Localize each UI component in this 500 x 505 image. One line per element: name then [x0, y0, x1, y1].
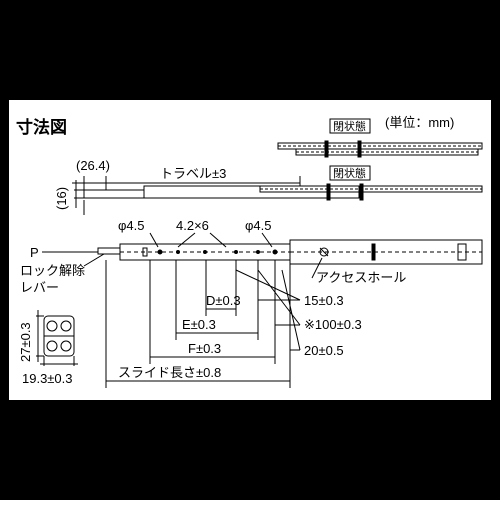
dim-e: E±0.3: [182, 317, 216, 332]
dim-d: D±0.3: [206, 293, 241, 308]
travel-view: [83, 183, 483, 215]
access-hole-leader: [311, 257, 323, 279]
hole-phi-left: [157, 249, 163, 255]
section-ball-2: [60, 320, 72, 332]
dim-27: 27±0.3: [18, 322, 33, 362]
state-tag-mid: [329, 165, 371, 181]
state-label-mid: 閉状態: [333, 166, 366, 180]
outer-stop: [371, 243, 376, 261]
hole-3: [234, 250, 238, 254]
rail-stop-2: [357, 140, 362, 158]
label-access-hole: アクセスホール: [316, 270, 406, 285]
drawing-panel: [9, 100, 491, 400]
drawing-title: 寸法図: [16, 117, 67, 137]
dim-26-4: (26.4): [76, 158, 110, 173]
dim-f: F±0.3: [188, 341, 221, 356]
dim-travel: トラベル±3: [160, 166, 226, 181]
leader-holes-1: [177, 232, 196, 248]
section-ball-3: [46, 340, 58, 352]
unit-label: (単位：mm): [385, 115, 454, 130]
dimension-lines: [106, 269, 301, 382]
dim-phi-left: φ4.5: [118, 218, 145, 233]
leader-15: [235, 269, 301, 301]
leader-phi-left: [149, 232, 159, 248]
d16-lines: [74, 180, 84, 208]
section-ball-1: [46, 320, 58, 332]
label-p: P: [30, 245, 39, 260]
lock-lever-leader: [83, 253, 105, 267]
dim-15: 15±0.3: [304, 293, 344, 308]
dim-20: 20±0.5: [304, 343, 344, 358]
hole-4: [256, 250, 260, 254]
access-hole-cross: [319, 247, 329, 257]
hole-phi-right: [272, 249, 278, 255]
state-tag-top: [329, 118, 371, 134]
leader-20: [281, 269, 301, 351]
label-lock-lever-2: レバー: [20, 280, 59, 295]
stop-2: [359, 183, 364, 201]
hole-left: [142, 247, 148, 257]
cross-section-view: [36, 310, 78, 366]
stop-1: [326, 183, 331, 201]
dim-phi-right: φ4.5: [245, 218, 272, 233]
travel-dimension-lines: [72, 176, 301, 190]
label-lock-lever-1: ロック解除: [20, 263, 85, 278]
leader-phi-right: [261, 232, 273, 248]
section-ball-4: [60, 340, 72, 352]
state-label-top: 閉状態: [333, 119, 366, 133]
main-slide-view: [97, 232, 483, 265]
closed-state-view-top: [277, 140, 483, 158]
dim-16: (16): [54, 187, 69, 210]
hole-1: [176, 250, 180, 254]
dim-holes: 4.2×6: [176, 218, 209, 233]
leader-100: [257, 269, 301, 326]
dim-19-3: 19.3±0.3: [22, 371, 73, 386]
dim-slide-length: スライド長さ±0.8: [118, 365, 221, 380]
access-hole: [319, 247, 329, 257]
leader-holes-2: [209, 232, 227, 248]
dim-100: ※100±0.3: [304, 317, 362, 332]
hole-2: [203, 250, 207, 254]
rail-stop: [324, 140, 329, 158]
outer-end-block: [457, 243, 467, 261]
